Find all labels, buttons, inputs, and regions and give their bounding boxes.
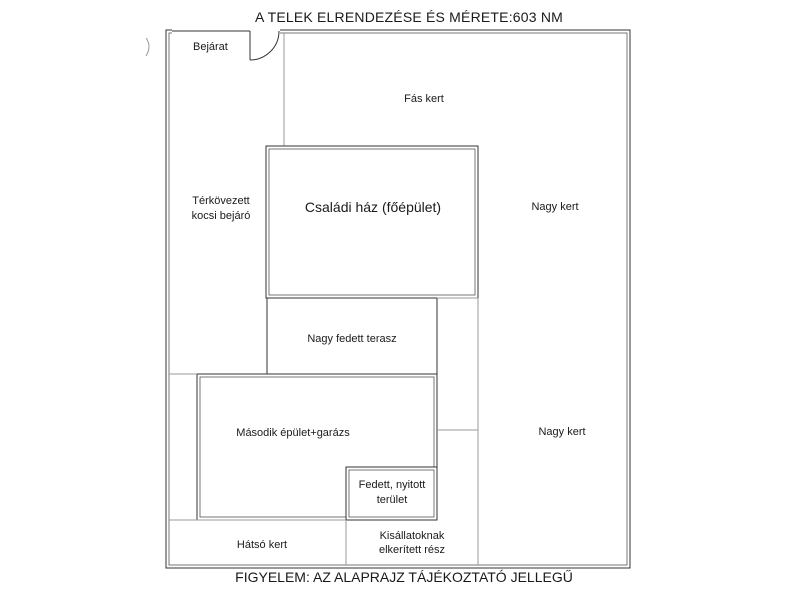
plot-boundary-inner — [168, 32, 628, 566]
gate-swing-arc — [249, 30, 280, 61]
label-big-garden-bottom: Nagy kert — [538, 426, 586, 438]
label-entrance: Bejárat — [193, 41, 228, 53]
main-house-wall — [265, 145, 479, 299]
covered-area-wall — [345, 466, 438, 521]
label-second-building: Második épület+garázs — [236, 427, 350, 439]
boundary-marker — [145, 37, 150, 57]
label-pet-area-line2: elkerített rész — [378, 544, 446, 556]
second-building-wall-inner — [199, 376, 435, 518]
label-pet-area-line1: Kisállatoknak — [379, 530, 445, 542]
label-big-garden-top: Nagy kert — [531, 201, 579, 213]
label-covered-open-line1: Fedett, nyitott — [358, 479, 426, 491]
main-house-wall-inner — [268, 148, 476, 296]
label-driveway-line1: Térkövezett — [192, 195, 250, 207]
label-covered-open-line2: terület — [376, 494, 408, 506]
label-driveway-line2: kocsi bejáró — [191, 210, 251, 222]
disclaimer-footer: FIGYELEM: AZ ALAPRAJZ TÁJÉKOZTATÓ JELLEG… — [235, 569, 573, 585]
label-main-house: Családi ház (főépület) — [304, 199, 442, 215]
plan-title: A TELEK ELRENDEZÉSE ÉS MÉRETE:603 NM — [254, 9, 564, 25]
label-tree-garden: Fás kert — [404, 93, 444, 105]
covered-area-wall-inner — [348, 469, 435, 518]
label-rear-garden: Hátsó kert — [236, 539, 288, 551]
label-covered-terrace: Nagy fedett terasz — [307, 333, 397, 345]
